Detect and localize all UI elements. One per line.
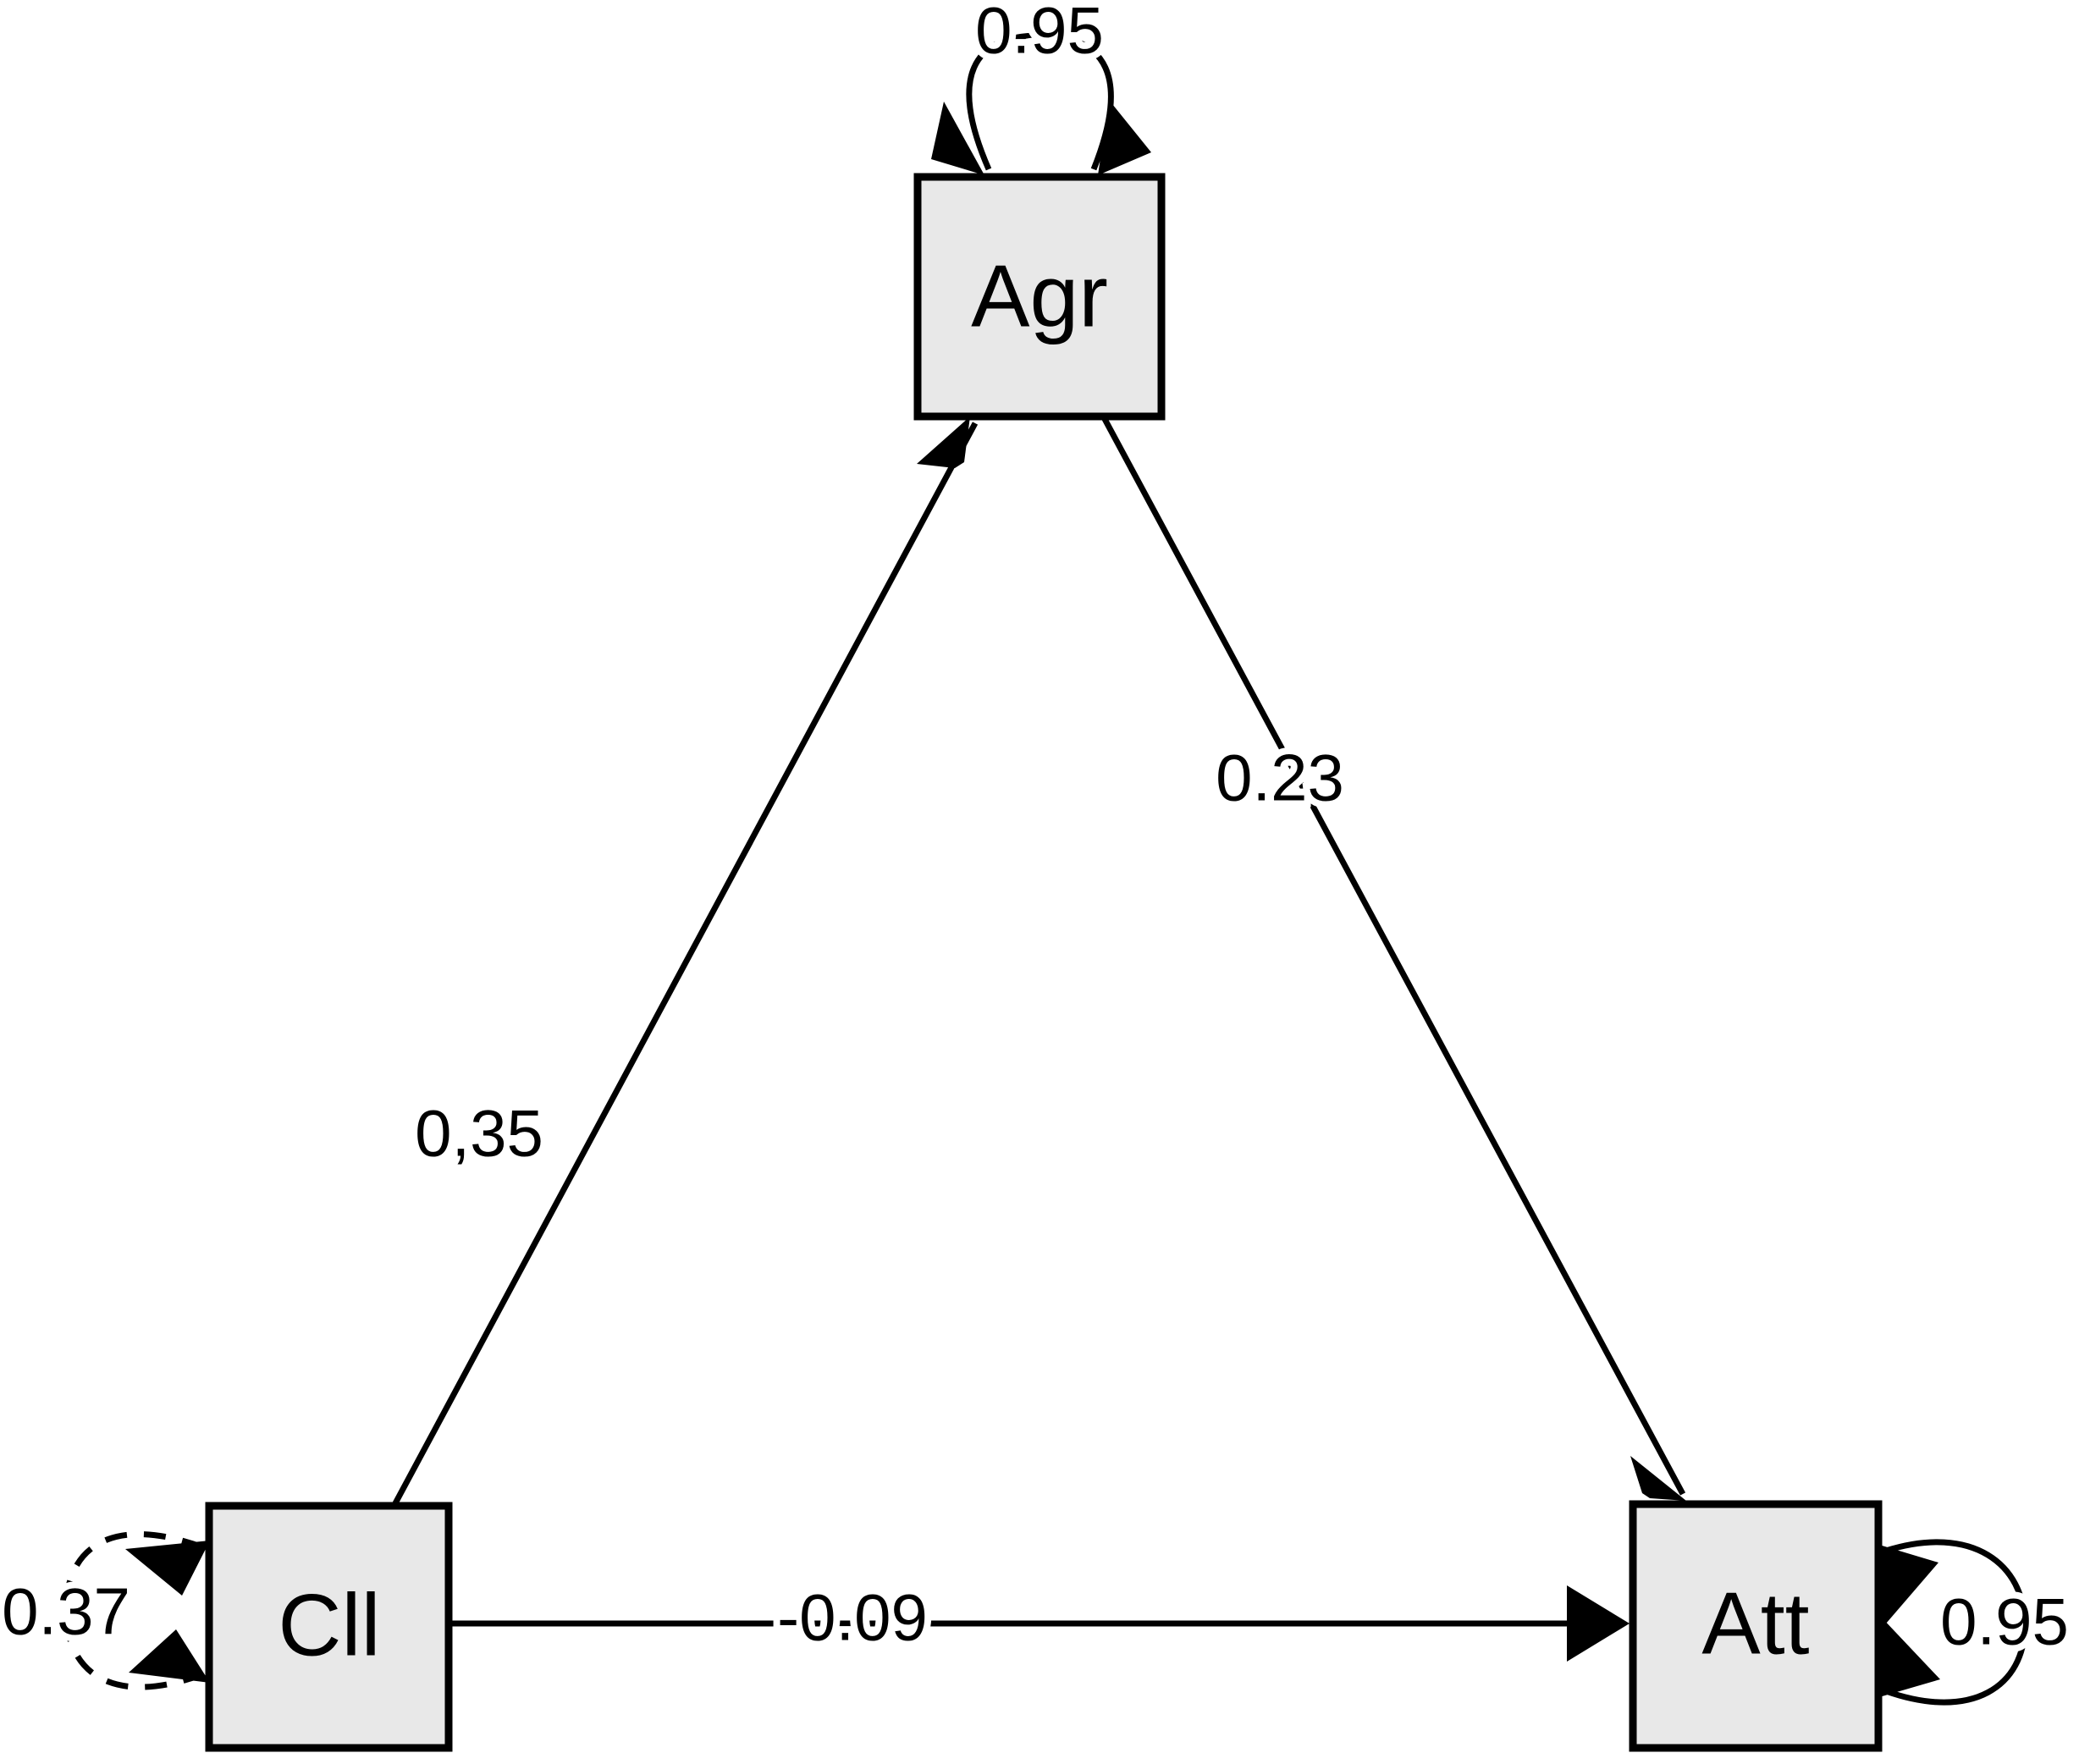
edge-agr-to-att-label-halo: 0.23 (1216, 741, 1344, 815)
self-loop-agr-arrowhead-right (1098, 100, 1151, 175)
self-loop-cll-label-halo: 0.37 (2, 1574, 130, 1649)
node-cll[interactable]: Cll (205, 1502, 453, 1752)
node-agr-label: Agr (971, 247, 1108, 345)
edge-agr-to-att-arrowhead (1630, 1456, 1686, 1501)
edge-agr-to-att-label: 0.23 (1216, 741, 1344, 815)
edge-cll-to-att-label: -0.09 (777, 1580, 928, 1655)
self-loop-att[interactable]: 0.95 0.95 (1879, 1539, 2076, 1706)
edge-cll-to-att-arrowhead (1567, 1585, 1630, 1662)
node-att-label: Att (1701, 1574, 1809, 1673)
edge-cll-to-att-label-halo: -0.09 (777, 1580, 928, 1655)
edge-agr-to-att-line (1101, 417, 1686, 1496)
self-loop-cll-label: 0.37 (2, 1574, 130, 1649)
node-att[interactable]: Att (1629, 1500, 1883, 1752)
node-cll-box (205, 1502, 453, 1752)
node-agr[interactable]: Agr (913, 173, 1166, 421)
edge-cll-to-agr-arrowhead (917, 416, 970, 468)
self-loop-agr-label: 0.95 (975, 0, 1104, 68)
self-loop-agr[interactable]: 0.95 0.95 (931, 0, 1151, 175)
self-loop-att-arrowhead-top (1879, 1545, 1938, 1629)
edge-agr-to-att[interactable]: 0.23 0.23 (1101, 417, 1686, 1501)
edge-cll-to-agr-line (392, 422, 979, 1505)
self-loop-cll[interactable]: 0.37 0.37 (0, 1531, 210, 1690)
node-agr-box (913, 173, 1166, 421)
self-loop-att-curve (1884, 1539, 2028, 1706)
self-loop-att-label-halo: 0.95 (1940, 1585, 2069, 1659)
self-loop-att-label: 0.95 (1940, 1585, 2069, 1659)
self-loop-cll-arrowhead-bottom (129, 1629, 210, 1683)
self-loop-cll-arrowhead-top (125, 1541, 210, 1596)
node-cll-label: Cll (278, 1576, 380, 1674)
edge-cll-to-agr-label-halo: 0,35 (415, 1096, 543, 1171)
edge-cll-to-agr-label: 0,35 (415, 1096, 543, 1171)
self-loop-att-arrowhead-bottom (1879, 1617, 1940, 1697)
self-loop-agr-label-halo: 0.95 (975, 0, 1104, 68)
edge-cll-to-agr[interactable]: 0,35 0,35 (392, 416, 979, 1505)
node-att-box (1629, 1500, 1883, 1752)
self-loop-agr-arrowhead-left (931, 102, 984, 175)
edge-cll-to-att[interactable]: -0.09 -0.09 (449, 1574, 1630, 1662)
self-loop-agr-curve (966, 32, 1114, 171)
